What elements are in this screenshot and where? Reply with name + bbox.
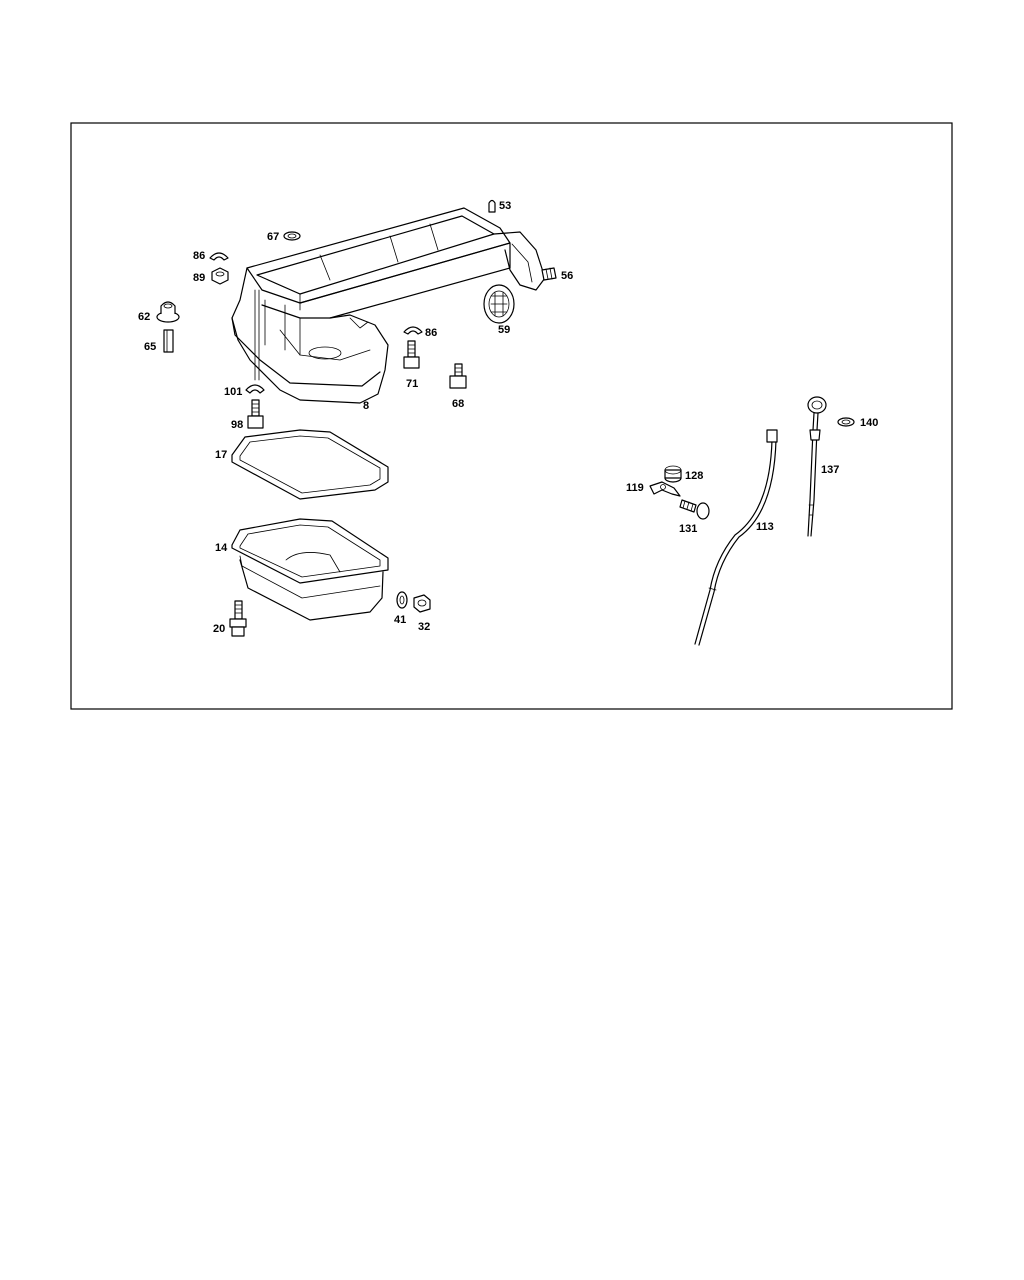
label-part-14: 14 bbox=[215, 542, 228, 554]
part-59-cover bbox=[483, 284, 515, 324]
part-32-screw-plug bbox=[413, 594, 431, 613]
part-89-nut bbox=[211, 267, 229, 285]
part-56-threaded-plug bbox=[541, 267, 557, 281]
part-140-o-ring bbox=[837, 417, 855, 427]
part-86-clip-upper bbox=[209, 252, 229, 261]
label-part-68: 68 bbox=[452, 398, 464, 410]
label-part-65: 65 bbox=[144, 341, 156, 353]
label-part-56: 56 bbox=[561, 270, 573, 282]
label-part-101: 101 bbox=[224, 386, 242, 398]
part-53-dowel-pin bbox=[488, 199, 496, 213]
label-part-32: 32 bbox=[418, 621, 430, 633]
part-14-lower-oil-pan bbox=[231, 518, 389, 621]
label-part-119: 119 bbox=[626, 482, 644, 494]
label-part-8: 8 bbox=[363, 400, 369, 412]
label-part-140: 140 bbox=[860, 417, 878, 429]
label-part-20: 20 bbox=[213, 623, 225, 635]
label-part-98: 98 bbox=[231, 419, 243, 431]
label-part-113: 113 bbox=[756, 521, 774, 533]
part-62-cap bbox=[156, 301, 180, 323]
part-20-drain-bolt bbox=[229, 600, 247, 637]
part-41-seal-ring bbox=[396, 591, 408, 609]
part-86-clip-lower bbox=[403, 326, 423, 335]
part-113-dipstick-guide-tube bbox=[694, 429, 778, 646]
diagram-frame bbox=[70, 122, 953, 710]
part-65-sleeve bbox=[163, 329, 174, 353]
label-part-67: 67 bbox=[267, 231, 279, 243]
part-8-upper-oil-pan bbox=[231, 207, 546, 404]
label-part-128: 128 bbox=[685, 470, 703, 482]
part-17-gasket bbox=[231, 429, 389, 500]
part-101-washer bbox=[245, 384, 265, 394]
part-128-grommet bbox=[664, 465, 682, 483]
label-part-86-upper: 86 bbox=[193, 250, 205, 262]
label-part-86-lower: 86 bbox=[425, 327, 437, 339]
label-part-17: 17 bbox=[215, 449, 227, 461]
label-part-71: 71 bbox=[406, 378, 418, 390]
label-part-53: 53 bbox=[499, 200, 511, 212]
part-71-bolt bbox=[403, 340, 420, 369]
label-part-137: 137 bbox=[821, 464, 839, 476]
label-part-59: 59 bbox=[498, 324, 510, 336]
part-119-clamp bbox=[649, 481, 681, 497]
label-part-62: 62 bbox=[138, 311, 150, 323]
part-68-bolt bbox=[449, 363, 467, 389]
part-137-oil-dipstick bbox=[807, 396, 827, 537]
part-67-o-ring bbox=[283, 231, 301, 241]
part-131-bolt bbox=[679, 499, 710, 520]
part-98-bolt bbox=[247, 399, 264, 429]
label-part-131: 131 bbox=[679, 523, 697, 535]
label-part-41: 41 bbox=[394, 614, 406, 626]
label-part-89: 89 bbox=[193, 272, 205, 284]
